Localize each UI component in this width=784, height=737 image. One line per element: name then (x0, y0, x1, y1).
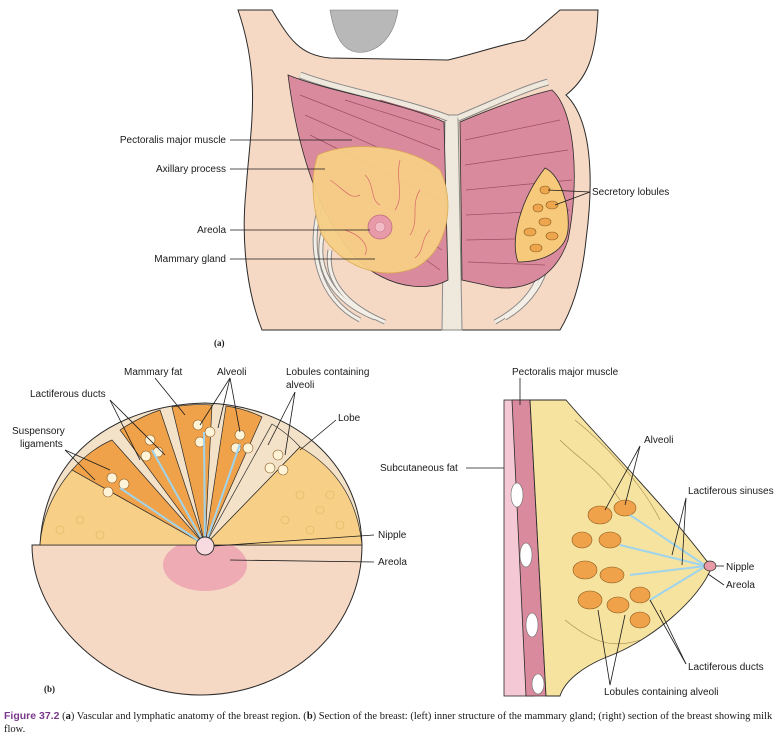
breast-fat-b (530, 400, 712, 696)
label-nipple-sagittal: Nipple (726, 562, 755, 573)
label-lobe: Lobe (338, 413, 361, 424)
label-nipple-b: Nipple (378, 530, 407, 541)
caption-text-a2: ) Vascular and lymphatic anatomy of the … (71, 711, 307, 722)
label-subcutaneous-fat: Subcutaneous fat (380, 463, 458, 474)
nipple-sagittal (704, 561, 716, 571)
label-lobules-line1: Lobules containing (286, 367, 369, 378)
nipple-a (375, 222, 385, 232)
label-mammary-fat: Mammary fat (124, 367, 183, 378)
label-alveoli-sagittal: Alveoli (644, 435, 673, 446)
label-areola-b: Areola (378, 557, 407, 568)
label-lactiferous-sinuses: Lactiferous sinuses (688, 486, 774, 497)
label-lobules-line2: alveoli (286, 380, 314, 391)
nipple-b (196, 537, 214, 555)
label-alveoli-b: Alveoli (217, 367, 246, 378)
label-axillary-process: Axillary process (156, 164, 226, 175)
label-pectoralis-b: Pectoralis major muscle (512, 367, 619, 378)
label-lactiferous-ducts-b: Lactiferous ducts (30, 389, 106, 400)
sagittal-section (504, 400, 716, 696)
label-secretory-lobules: Secretory lobules (592, 187, 669, 198)
figure-number: Figure 37.2 (4, 710, 59, 722)
label-mammary-gland: Mammary gland (154, 254, 226, 265)
torso-illustration (238, 10, 598, 330)
label-areola-sagittal: Areola (726, 580, 755, 591)
label-suspensory-line1: Suspensory (12, 426, 65, 437)
label-lactiferous-ducts-sagittal: Lactiferous ducts (688, 662, 764, 673)
breast-section-fan (32, 403, 362, 695)
figure-caption: Figure 37.2 (a) Vascular and lymphatic a… (4, 710, 782, 736)
label-areola-a: Areola (197, 225, 226, 236)
label-lobules-sagittal: Lobules containing alveoli (604, 687, 719, 698)
panel-b-tag: (b) (44, 684, 55, 694)
label-suspensory-line2: ligaments (20, 439, 63, 450)
panel-a-tag: (a) (214, 338, 225, 348)
label-pectoralis-a: Pectoralis major muscle (120, 135, 227, 146)
hair (330, 10, 398, 52)
